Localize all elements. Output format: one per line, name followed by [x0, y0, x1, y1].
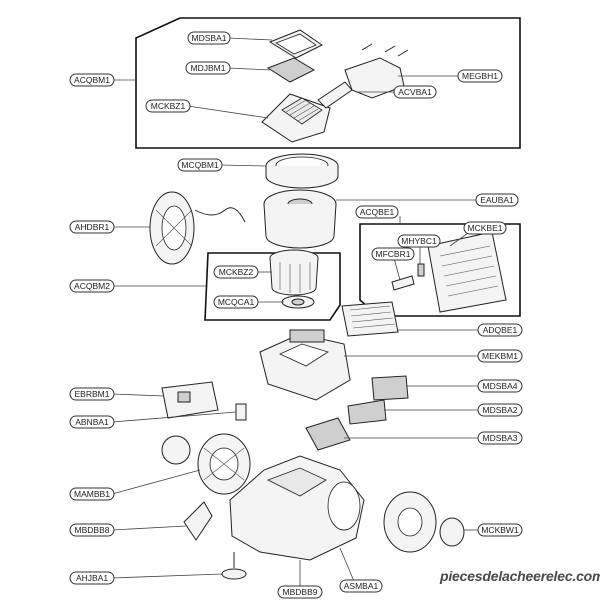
label-ahdbr1: AHDBR1 [69, 220, 115, 234]
leader-lines [111, 37, 478, 590]
label-ebrbm1: EBRBM1 [69, 387, 115, 401]
label-text: ACQBM1 [74, 75, 110, 85]
watermark-text: piecesdelacheerelec.com [440, 568, 600, 584]
label-mdsba2: MDSBA2 [477, 403, 523, 417]
label-mdsba3: MDSBA3 [477, 431, 523, 445]
label-text: MDSBA3 [483, 433, 518, 443]
label-megbh1: MEGBH1 [457, 69, 503, 83]
label-text: MCKBZ2 [219, 267, 254, 277]
label-text: MDJBM1 [191, 63, 226, 73]
label-text: MCKBZ1 [151, 101, 186, 111]
label-text: ASMBA1 [344, 581, 379, 591]
label-text: ADQBE1 [483, 325, 518, 335]
label-mdjbm1: MDJBM1 [185, 61, 231, 75]
label-mckbe1: MCKBE1 [463, 221, 507, 235]
label-text: EAUBA1 [480, 195, 514, 205]
label-text: EBRBM1 [75, 389, 110, 399]
main-body-part [229, 455, 365, 561]
label-text: MDSBA1 [192, 33, 227, 43]
hepa-filter-part [341, 301, 399, 337]
filter-cassette-part [269, 249, 319, 296]
front-bumper-part [183, 501, 213, 541]
filter-frame-part [268, 29, 323, 59]
label-acqbe1: ACQBE1 [355, 205, 399, 219]
sponge-filter-part [347, 375, 409, 425]
label-acqbm1: ACQBM1 [69, 73, 115, 87]
label-text: MDSBA4 [483, 381, 518, 391]
label-text: ACVBA1 [398, 87, 432, 97]
label-mckbw1: MCKBW1 [477, 523, 523, 537]
group-frame-acqbm2 [204, 252, 341, 321]
wheel-cap-part [161, 435, 191, 465]
label-mambb1: MAMBB1 [69, 487, 115, 501]
cyclone-base-part [281, 295, 315, 309]
label-text: AHDBR1 [75, 222, 110, 232]
label-text: MCQCA1 [218, 297, 255, 307]
group-frame-acqbm1 [135, 17, 521, 149]
label-mcqca1: MCQCA1 [213, 295, 259, 309]
label-eauba1: EAUBA1 [475, 193, 519, 207]
label-text: MCKBW1 [481, 525, 519, 535]
label-mcqbm1: MCQBM1 [177, 158, 223, 172]
label-text: MEGBH1 [462, 71, 498, 81]
motor-cover-part [261, 93, 331, 143]
label-mbdbb8: MBDBB8 [69, 523, 115, 537]
label-text: ACQBM2 [74, 281, 110, 291]
cord-reel-part [149, 191, 246, 265]
label-text: AHJBA1 [76, 573, 108, 583]
label-acqbm2: ACQBM2 [69, 279, 115, 293]
filter-sponge-part [266, 57, 316, 83]
label-text: MDSBA2 [483, 405, 518, 415]
label-text: MCQBM1 [181, 160, 219, 170]
ring-part [265, 153, 339, 189]
label-mfcbr1: MFCBR1 [371, 247, 415, 261]
exhaust-cover-part [427, 231, 507, 313]
latch-part [391, 263, 425, 291]
label-text: MEKBM1 [482, 351, 518, 361]
label-mdsba1: MDSBA1 [187, 31, 231, 45]
rear-wheel-part [383, 491, 465, 553]
label-mckbz1: MCKBZ1 [145, 99, 191, 113]
handle-assembly-part [317, 43, 409, 109]
label-text: MFCBR1 [376, 249, 411, 259]
label-abnba1: ABNBA1 [69, 415, 115, 429]
label-mdsba4: MDSBA4 [477, 379, 523, 393]
label-text: MBDBB9 [283, 587, 318, 597]
label-adqbe1: ADQBE1 [477, 323, 523, 337]
label-acvba1: ACVBA1 [393, 85, 437, 99]
label-asmba1: ASMBA1 [339, 579, 383, 593]
label-text: MAMBB1 [74, 489, 110, 499]
label-text: ACQBE1 [360, 207, 395, 217]
caster-part [221, 552, 247, 580]
label-mbdbb9: MBDBB9 [277, 585, 323, 599]
pcb-part [161, 381, 219, 419]
label-mckbz2: MCKBZ2 [213, 265, 259, 279]
label-mhybc1: MHYBC1 [397, 234, 441, 248]
upper-housing-part [259, 329, 351, 401]
filter-sheet-part [305, 417, 351, 451]
motor-part [263, 189, 337, 249]
label-text: MCKBE1 [468, 223, 503, 233]
label-text: MBDBB8 [75, 525, 110, 535]
switch-part [235, 403, 247, 421]
side-wheel-part [197, 433, 251, 495]
label-mekbm1: MEKBM1 [477, 349, 523, 363]
label-text: ABNBA1 [75, 417, 109, 427]
label-ahjba1: AHJBA1 [69, 571, 115, 585]
label-text: MHYBC1 [401, 236, 437, 246]
